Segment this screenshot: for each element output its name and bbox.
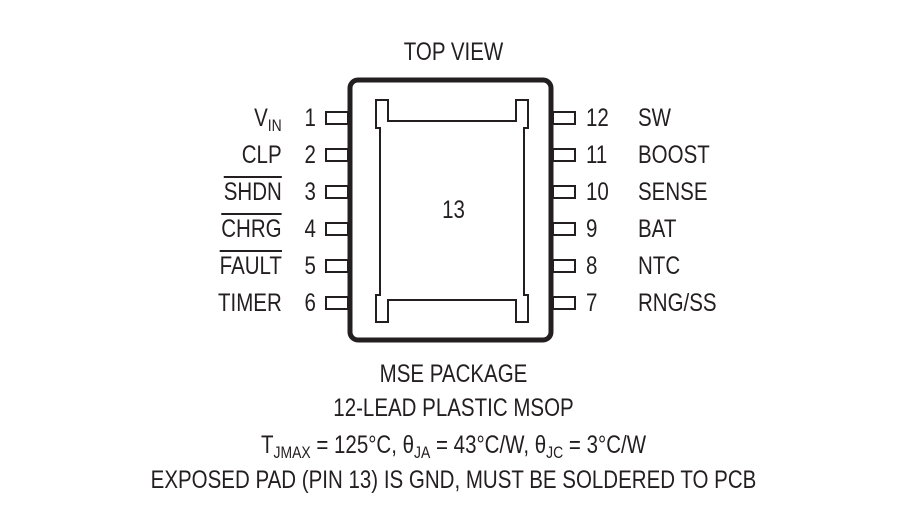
pin-7-number: 7 <box>586 289 598 317</box>
exposed-pad-note: EXPOSED PAD (PIN 13) IS GND, MUST BE SOL… <box>150 466 757 494</box>
left-pin-leads <box>325 111 349 310</box>
pin-2-name: CLP <box>242 141 282 169</box>
pin-1-number: 1 <box>304 104 316 132</box>
pin-8-name: NTC <box>638 252 681 280</box>
pin-9-name: BAT <box>638 215 677 243</box>
package-name: MSE PACKAGE <box>379 360 528 388</box>
pin-8-number: 8 <box>586 252 598 280</box>
pin-3-name: SHDN <box>223 178 282 206</box>
pin-3-number: 3 <box>304 178 316 206</box>
pin-12-name: SW <box>638 104 672 132</box>
pin-5-name: FAULT <box>219 252 282 280</box>
pin-7-name: RNG/SS <box>638 289 717 317</box>
pin-11-name: BOOST <box>638 141 710 169</box>
diagram-title: TOP VIEW <box>403 38 504 66</box>
pin-4-number: 4 <box>304 215 316 243</box>
pin-10-name: SENSE <box>638 178 708 206</box>
pin-12-number: 12 <box>586 104 609 132</box>
thermal-specs: TJMAX = 125°C, θJA = 43°C/W, θJC = 3°C/W <box>260 431 647 462</box>
pin-4-name: CHRG <box>221 215 282 243</box>
pin-6-number: 6 <box>304 289 316 317</box>
pin-10-number: 10 <box>586 178 609 206</box>
package-description: 12-LEAD PLASTIC MSOP <box>333 394 574 422</box>
exposed-pad-label: 13 <box>442 196 465 224</box>
right-pin-leads <box>552 111 576 310</box>
pin-2-number: 2 <box>304 141 316 169</box>
pin-9-number: 9 <box>586 215 598 243</box>
pin-5-number: 5 <box>304 252 316 280</box>
pin-1-name: VIN <box>254 104 282 135</box>
pin-6-name: TIMER <box>218 289 282 317</box>
pin-11-number: 11 <box>586 141 608 169</box>
